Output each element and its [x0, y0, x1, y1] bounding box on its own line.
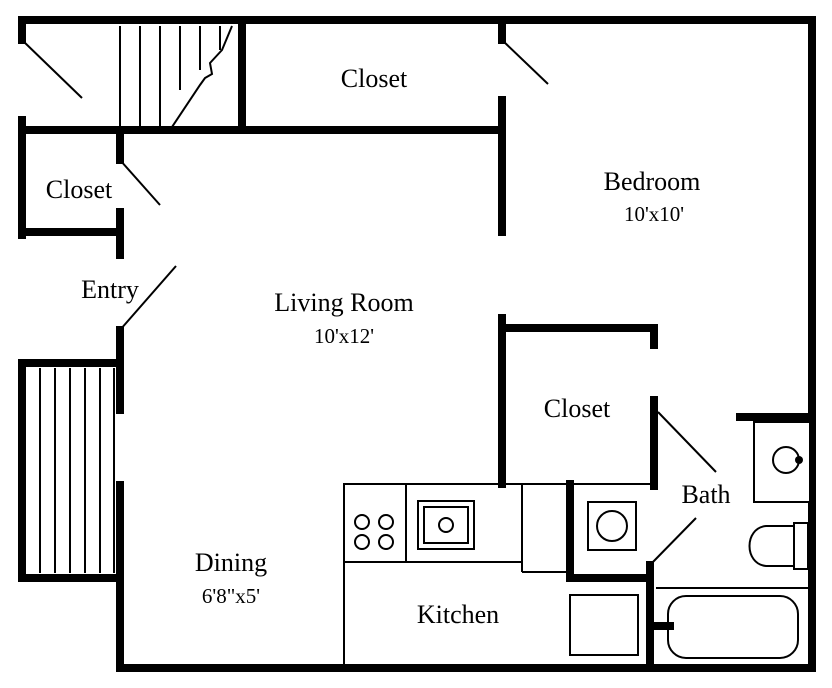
kitchen-counters: [343, 480, 654, 668]
washer-icon: [587, 501, 637, 551]
room-label-bath: Bath: [681, 480, 731, 509]
upper-stairs: [119, 16, 246, 134]
refrigerator-icon: [569, 594, 639, 656]
room-label-bedroom: Bedroom: [603, 167, 701, 196]
room-label-entry: Entry: [81, 275, 139, 304]
toilet-icon: [748, 522, 809, 570]
room-label-dining: Dining: [194, 548, 268, 577]
entry-stairs: [18, 359, 124, 582]
room-size-living-room: 10'x12': [313, 324, 375, 348]
bathtub-icon: [654, 587, 812, 659]
room-label-living-room: Living Room: [274, 288, 414, 317]
room-size-dining: 6'8"x5': [201, 584, 261, 608]
door-swings: [21, 39, 717, 566]
exterior-walls: [18, 16, 816, 672]
room-label-kitchen: Kitchen: [416, 600, 500, 629]
room-label-closet-mid: Closet: [543, 394, 611, 423]
room-size-bedroom: 10'x10': [623, 202, 685, 226]
bath-sink-icon: [753, 421, 811, 503]
kitchen-sink-icon: [417, 500, 475, 550]
interior-walls: [18, 16, 816, 672]
stove-icon: [354, 514, 394, 550]
room-label-closet-top: Closet: [340, 64, 408, 93]
room-label-closet-left: Closet: [45, 175, 113, 204]
